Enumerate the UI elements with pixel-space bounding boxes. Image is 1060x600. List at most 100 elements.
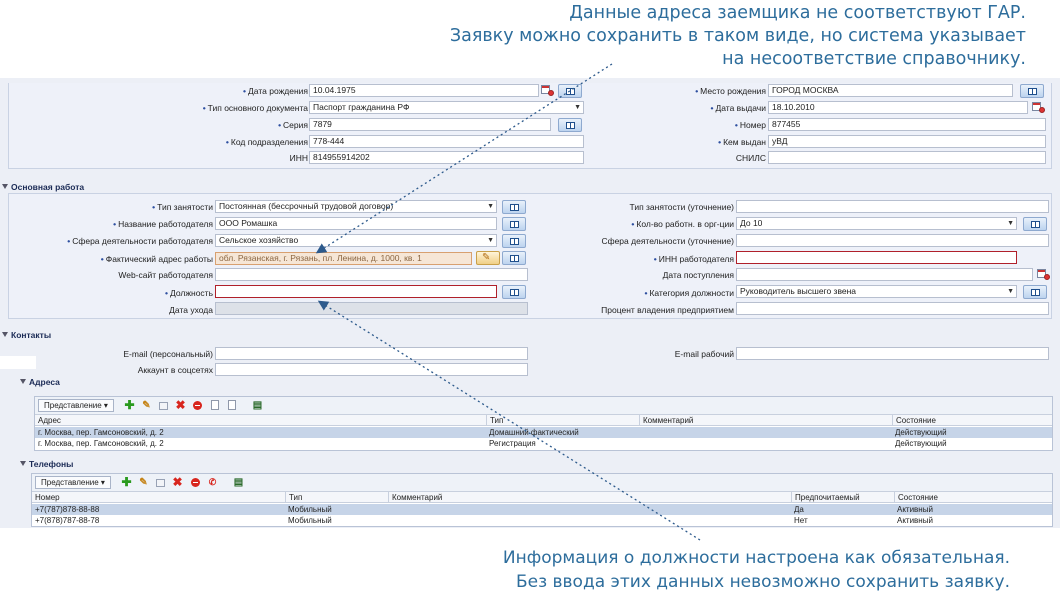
view-dropdown[interactable]: Представление ▾ <box>35 476 111 489</box>
website-field[interactable] <box>215 268 528 281</box>
document-icon[interactable] <box>228 400 236 410</box>
issued-by-field[interactable]: уВД <box>768 135 1046 148</box>
view-icon[interactable] <box>156 479 165 487</box>
inn-field[interactable]: 814955914202 <box>309 151 584 164</box>
export-icon[interactable]: ▤ <box>252 400 263 411</box>
table-cell: Нет <box>794 516 808 525</box>
calendar-icon[interactable] <box>541 84 554 96</box>
series-label: •Серия <box>278 120 308 130</box>
table-cell: Мобильный <box>288 505 332 514</box>
edit-icon[interactable]: ✎ <box>139 477 148 488</box>
number-field[interactable]: 877455 <box>768 118 1046 131</box>
staff-count-value: До 10 <box>740 218 763 228</box>
export-icon[interactable]: ▤ <box>233 477 244 488</box>
callout-line: Заявку можно сохранить в таком виде, но … <box>449 26 1026 46</box>
book-icon[interactable] <box>502 200 526 214</box>
ownership-label: Процент владения предприятием <box>601 305 734 315</box>
calendar-icon[interactable] <box>1032 101 1045 113</box>
issued-by-label: •Кем выдан <box>718 137 766 147</box>
delete-icon[interactable]: ✖ <box>175 398 186 412</box>
email-personal-field[interactable] <box>215 347 528 360</box>
copy-icon[interactable] <box>211 400 219 410</box>
view-dropdown[interactable]: Представление ▾ <box>38 399 114 412</box>
birth-place-field[interactable]: ГОРОД МОСКВА <box>768 84 1013 97</box>
add-icon[interactable]: ✚ <box>121 475 132 489</box>
issue-date-field[interactable]: 18.10.2010 <box>768 101 1028 114</box>
leave-date-label: Дата ухода <box>169 305 213 315</box>
position-category-value: Руководитель высшего звена <box>740 286 857 296</box>
email-personal-label: E-mail (персональный) <box>123 349 213 359</box>
position-category-select[interactable]: Руководитель высшего звена▼ <box>736 285 1017 298</box>
collapse-icon <box>20 379 26 384</box>
phones-toolbar: Представление ▾ ✚ ✎ ✖ ✆ ▤ <box>32 474 1052 492</box>
book-icon[interactable] <box>1023 217 1047 231</box>
addresses-section-title[interactable]: Адреса <box>20 377 60 387</box>
table-cell: Домашний фактический <box>489 428 579 437</box>
column-header[interactable]: Комментарий <box>639 415 693 426</box>
issue-date-label: •Дата выдачи <box>710 103 766 113</box>
book-icon[interactable] <box>502 217 526 231</box>
birth-date-field[interactable]: 10.04.1975 <box>309 84 539 97</box>
series-field[interactable]: 7879 <box>309 118 551 131</box>
calendar-icon[interactable] <box>1037 268 1050 280</box>
table-row[interactable]: +7(787)878-88-88 Мобильный Да Активный <box>32 504 1052 515</box>
email-work-field[interactable] <box>736 347 1049 360</box>
phone-icon[interactable]: ✆ <box>208 477 217 487</box>
view-icon[interactable] <box>159 402 168 410</box>
book-icon[interactable] <box>502 251 526 265</box>
employment-type-clar-field[interactable] <box>736 200 1049 213</box>
phones-section-title[interactable]: Телефоны <box>20 459 73 469</box>
snils-field[interactable] <box>768 151 1046 164</box>
book-icon[interactable] <box>502 234 526 248</box>
edit-icon[interactable]: ✎ <box>476 251 500 265</box>
employer-inn-field[interactable] <box>736 251 1017 264</box>
book-icon[interactable] <box>1020 84 1044 98</box>
column-header[interactable]: Состояние <box>894 492 938 503</box>
sphere-select[interactable]: Сельское хозяйство▼ <box>215 234 497 247</box>
employment-type-select[interactable]: Постоянная (бессрочный трудовой договор)… <box>215 200 497 213</box>
column-header[interactable]: Номер <box>35 493 60 502</box>
deactivate-icon[interactable] <box>191 478 200 487</box>
social-label: Аккаунт в соцсетях <box>137 365 213 375</box>
spacer <box>0 356 36 369</box>
book-icon[interactable] <box>558 118 582 132</box>
book-icon[interactable] <box>1023 285 1047 299</box>
addresses-grid: Представление ▾ ✚ ✎ ✖ ▤ Адрес Тип Коммен… <box>34 396 1053 451</box>
table-row[interactable]: +7(878)787-88-78 Мобильный Нет Активный <box>32 515 1052 526</box>
collapse-icon <box>20 461 26 466</box>
column-header[interactable]: Предпочитаемый <box>791 492 860 503</box>
social-field[interactable] <box>215 363 528 376</box>
inn-label: ИНН <box>289 153 308 163</box>
deactivate-icon[interactable] <box>193 401 202 410</box>
add-icon[interactable]: ✚ <box>124 398 135 412</box>
dept-code-field[interactable]: 778-444 <box>309 135 584 148</box>
addresses-header: Адрес Тип Комментарий Состояние <box>35 415 1052 426</box>
work-section-title[interactable]: Основная работа <box>2 182 84 192</box>
position-field[interactable] <box>215 285 497 298</box>
employer-name-field[interactable]: ООО Ромашка <box>215 217 497 230</box>
ownership-field[interactable] <box>736 302 1049 315</box>
contacts-section-title[interactable]: Контакты <box>2 330 51 340</box>
number-label: •Номер <box>734 120 766 130</box>
book-icon[interactable] <box>502 285 526 299</box>
doc-type-select[interactable]: Паспорт гражданина РФ▼ <box>309 101 584 114</box>
birth-place-label: •Место рождения <box>695 86 766 96</box>
actual-address-field[interactable]: обл. Рязанская, г. Рязань, пл. Ленина, д… <box>215 252 472 265</box>
column-header[interactable]: Тип <box>486 415 503 426</box>
dept-code-label: •Код подразделения <box>225 137 308 147</box>
table-row[interactable]: г. Москва, пер. Гамсоновский, д. 2 Домаш… <box>35 427 1052 438</box>
chevron-down-icon: ▼ <box>487 203 494 210</box>
column-header[interactable]: Комментарий <box>388 492 442 503</box>
column-header[interactable]: Состояние <box>892 415 936 426</box>
edit-icon[interactable]: ✎ <box>142 400 151 411</box>
table-cell: г. Москва, пер. Гамсоновский, д. 2 <box>38 439 164 448</box>
delete-icon[interactable]: ✖ <box>172 475 183 489</box>
staff-count-select[interactable]: До 10▼ <box>736 217 1017 230</box>
sphere-clar-field[interactable] <box>736 234 1049 247</box>
column-header[interactable]: Адрес <box>38 416 61 425</box>
table-row[interactable]: г. Москва, пер. Гамсоновский, д. 2 Регис… <box>35 438 1052 449</box>
website-label: Web-сайт работодателя <box>118 270 213 280</box>
hire-date-field[interactable] <box>736 268 1033 281</box>
column-header[interactable]: Тип <box>285 492 302 503</box>
